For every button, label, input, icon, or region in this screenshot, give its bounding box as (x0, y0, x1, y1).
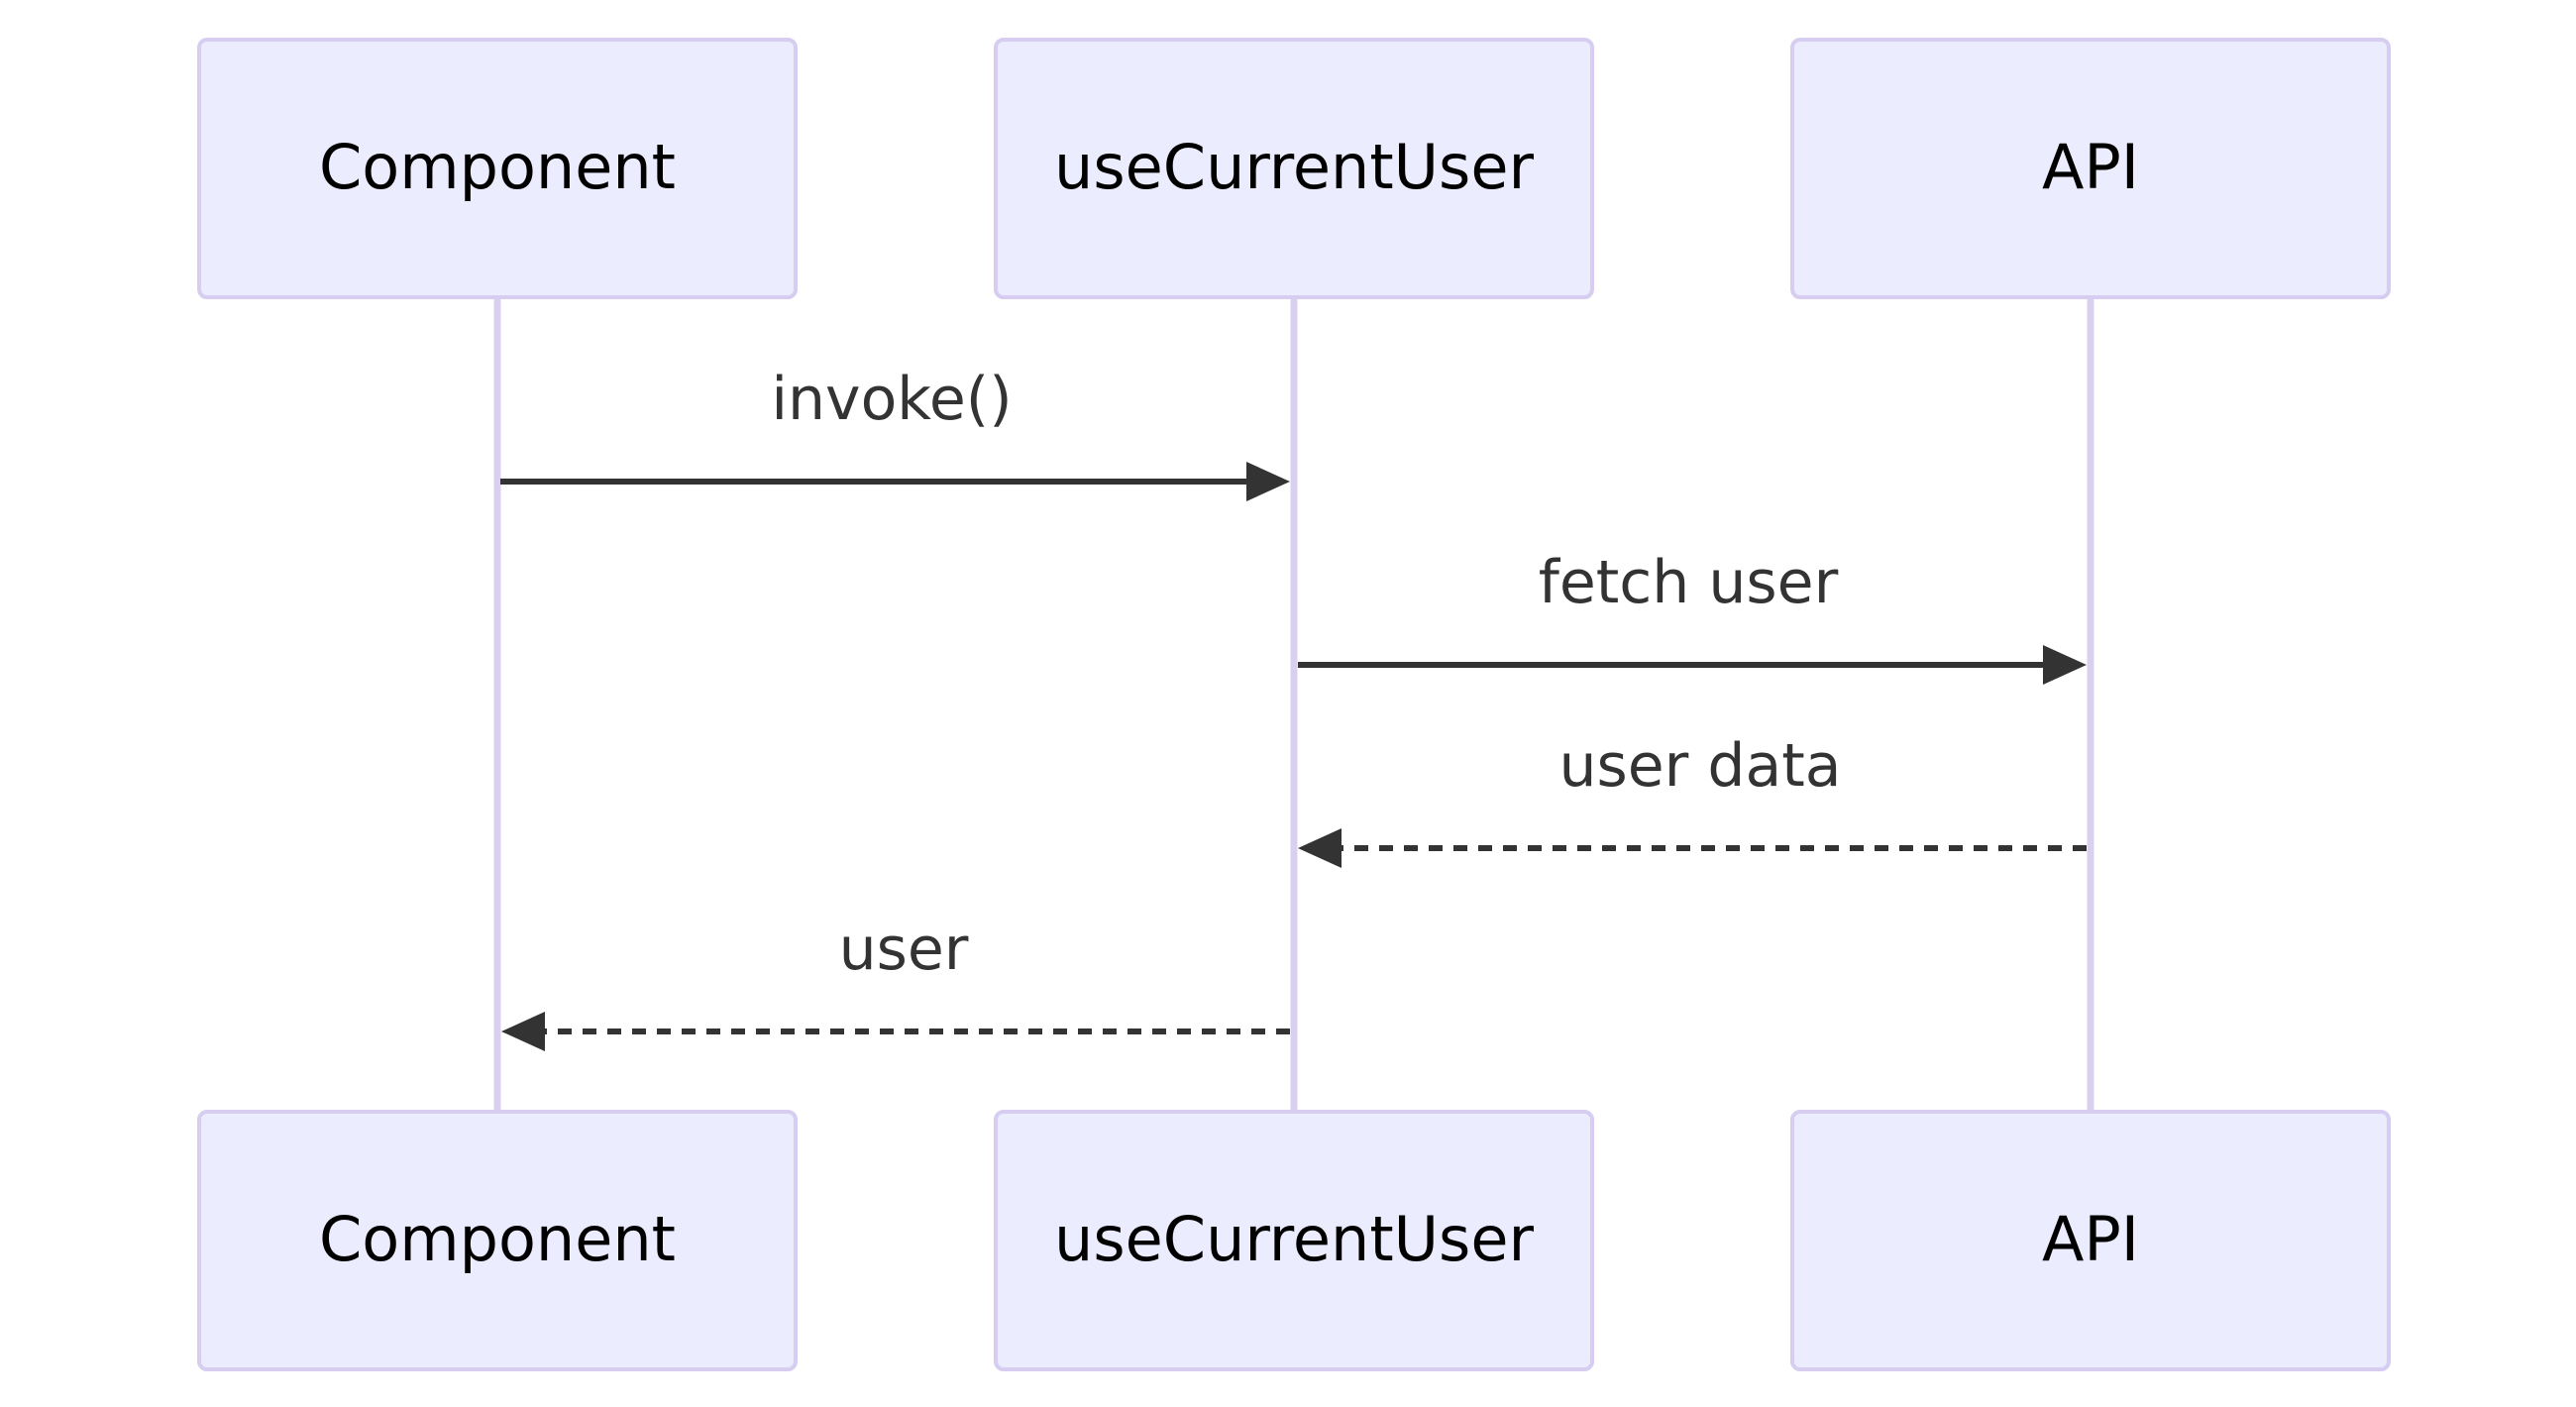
message-user-data-arrowhead (1298, 828, 1342, 868)
message-user-arrowhead (501, 1012, 545, 1051)
actor-top-component-box (197, 38, 798, 299)
actor-bottom-api[interactable]: API (1790, 1110, 2391, 1371)
actor-bottom-component-box (197, 1110, 798, 1371)
actor-bottom-api-label: API (2042, 1203, 2139, 1275)
message-user-label: user (839, 915, 969, 984)
actor-top-api[interactable]: API (1790, 38, 2391, 299)
actor-bottom-component-label: Component (319, 1203, 676, 1275)
actor-top-component[interactable]: Component (197, 38, 798, 299)
actor-bottom-api-box (1790, 1110, 2391, 1371)
message-fetch-user-arrowhead (2043, 645, 2087, 685)
actor-top-usecurrentuser-label: useCurrentUser (1054, 131, 1534, 203)
actor-top-component-label: Component (319, 131, 676, 203)
actor-bottom-usecurrentuser-label: useCurrentUser (1054, 1203, 1534, 1275)
message-user-data-label: user data (1558, 731, 1841, 801)
message-invoke-label: invoke() (771, 365, 1012, 434)
message-fetch-user-label: fetch user (1539, 548, 1839, 617)
message-invoke-arrowhead (1246, 462, 1290, 501)
message-fetch-user: fetch user (1298, 548, 2087, 685)
actor-top-usecurrentuser-box (994, 38, 1594, 299)
message-invoke: invoke() (500, 365, 1290, 501)
actor-bottom-component[interactable]: Component (197, 1110, 798, 1371)
actor-top-api-box (1790, 38, 2391, 299)
actor-bottom-usecurrentuser-box (994, 1110, 1594, 1371)
actor-top-usecurrentuser[interactable]: useCurrentUser (994, 38, 1594, 299)
message-user: user (501, 915, 1290, 1051)
actor-bottom-usecurrentuser[interactable]: useCurrentUser (994, 1110, 1594, 1371)
actor-top-api-label: API (2042, 131, 2139, 203)
message-user-data: user data (1298, 731, 2087, 868)
